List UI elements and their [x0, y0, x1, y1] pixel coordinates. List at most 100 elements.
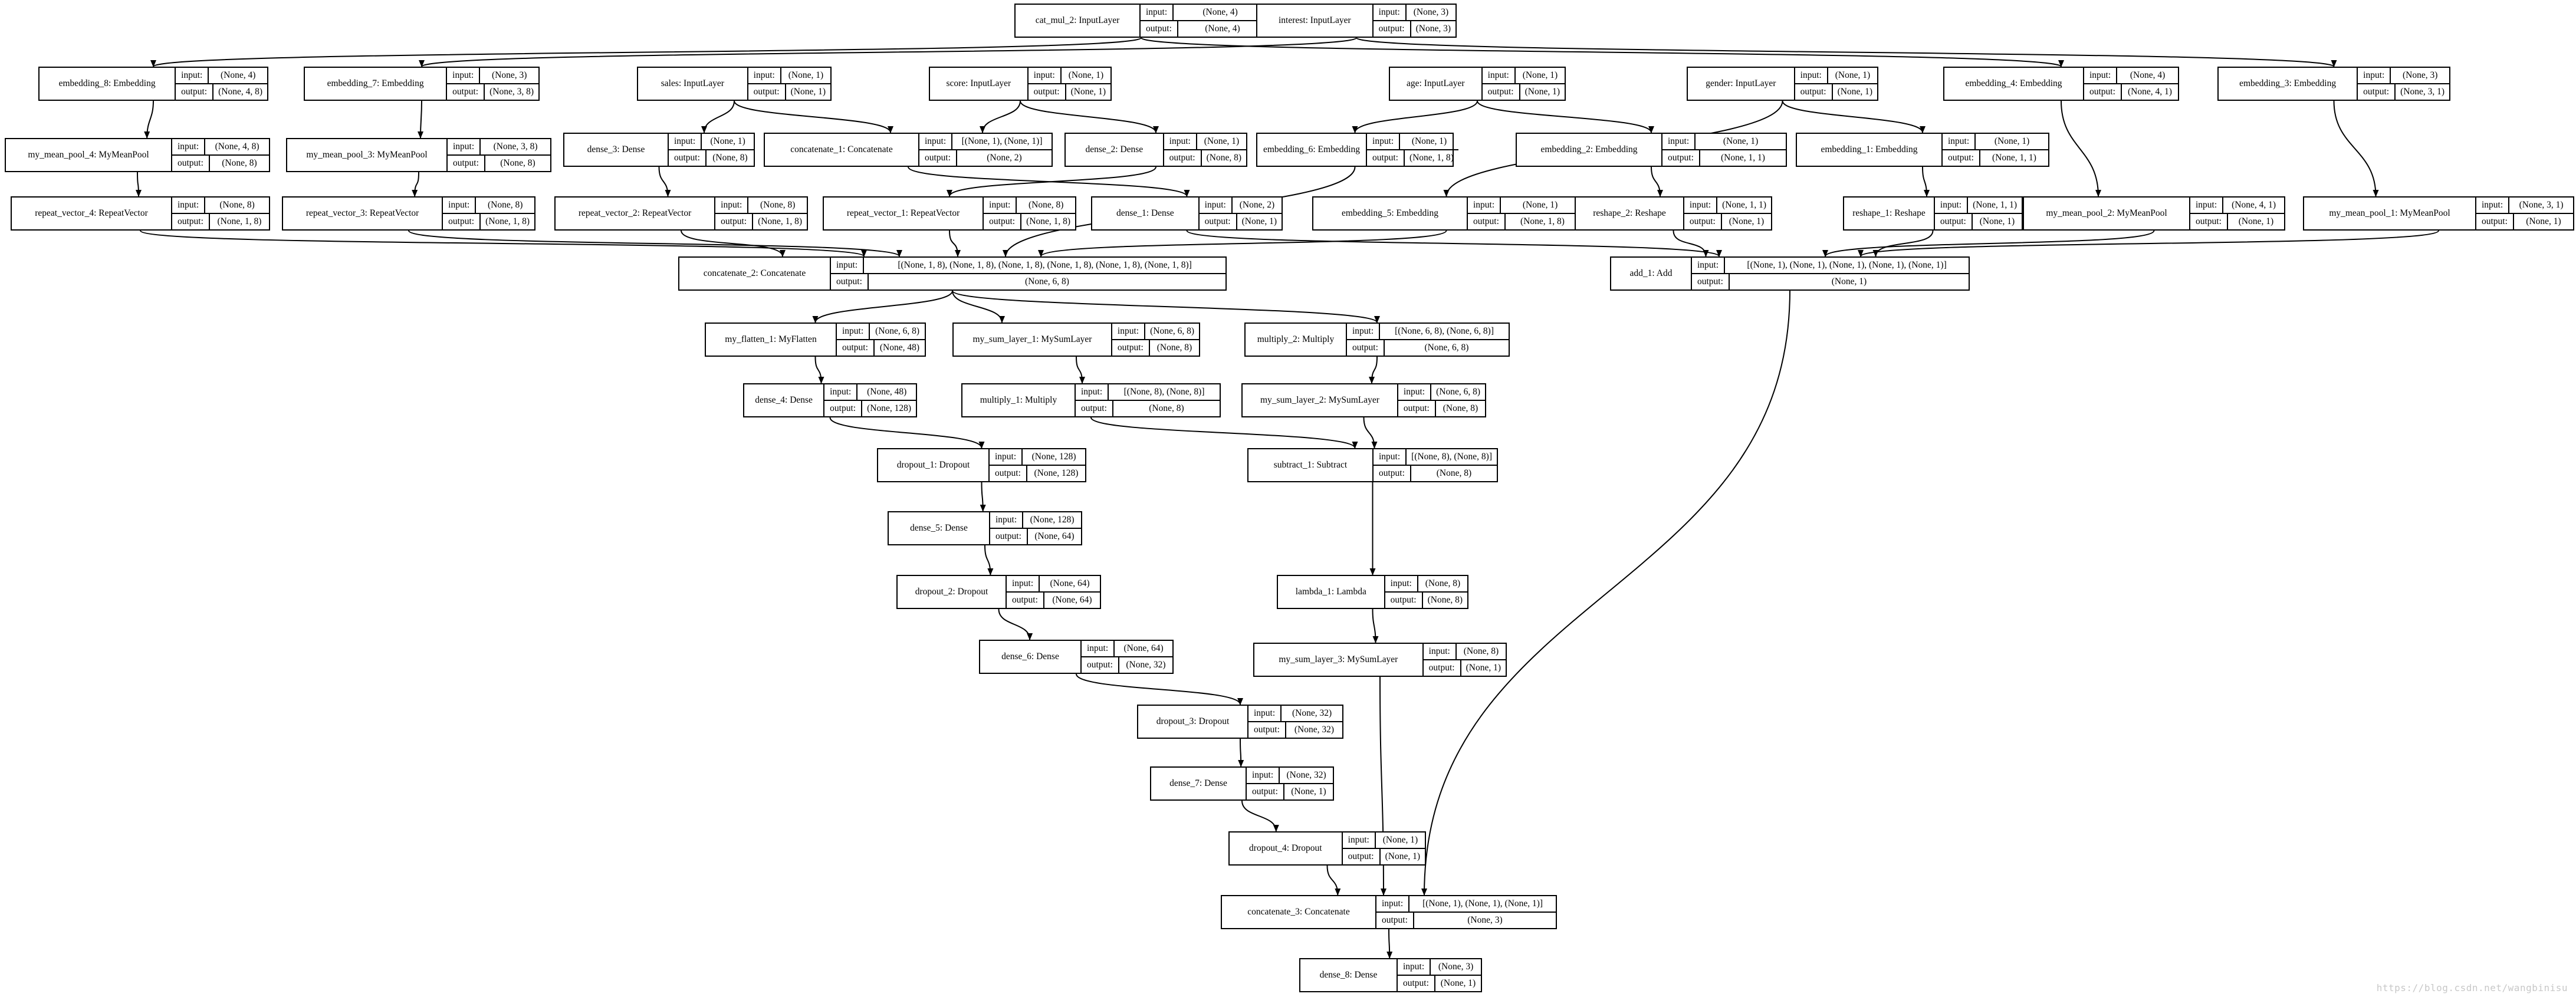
output-label: output:: [1367, 150, 1405, 166]
edge-dense-3-to-repeat-vector-2: [658, 166, 671, 197]
output-label: output:: [1684, 214, 1722, 229]
output-label: output:: [1692, 274, 1730, 289]
layer-shapes: input:(None, 1)output:(None, 8): [669, 134, 754, 166]
layer-name: add_1: Add: [1611, 258, 1692, 289]
output-label: output:: [1164, 150, 1202, 166]
input-row: input:(None, 8): [1424, 644, 1506, 659]
output-shape: (None, 2): [987, 153, 1022, 163]
output-shape: (None, 64): [1034, 531, 1075, 541]
input-row: input:(None, 128): [990, 449, 1085, 465]
layer-shapes: input:(None, 1, 1)output:(None, 1): [1934, 198, 2022, 229]
input-shape: (None, 1): [1835, 70, 1871, 80]
input-shape: (None, 3, 1): [2519, 200, 2564, 210]
input-shape: (None, 1): [1204, 136, 1240, 146]
input-row: input:(None, 3): [1374, 5, 1455, 20]
output-row: output:(None, 1, 8): [1367, 149, 1458, 166]
edge-multiply-2-to-my-sum-layer-2: [1369, 356, 1378, 384]
input-row: input:(None, 8): [172, 198, 269, 213]
output-shape: (None, 8): [1206, 153, 1241, 163]
output-label: output:: [443, 214, 481, 229]
output-shape: (None, 8): [222, 158, 257, 168]
input-label: input:: [715, 198, 749, 213]
input-label: input:: [2190, 198, 2224, 213]
output-shape: (None, 8): [712, 153, 748, 163]
input-label: input:: [1385, 576, 1418, 591]
layer-shapes: input:(None, 8)output:(None, 1, 8): [984, 198, 1075, 229]
layer-shapes: input:(None, 1)output:(None, 1, 8): [1367, 134, 1458, 166]
input-shape: (None, 1, 1): [1973, 200, 2017, 210]
output-row: output:(None, 1, 1): [1662, 149, 1786, 166]
output-label: output:: [1347, 340, 1385, 356]
output-row: output:(None, 1): [1398, 975, 1481, 991]
edge-repeat-vector-1-to-concatenate-2: [949, 230, 961, 257]
edge-add-1-to-concatenate-3: [1421, 290, 1790, 896]
output-label: output:: [1795, 84, 1833, 100]
edge-age-to-embedding-6: [1352, 100, 1478, 133]
output-shape: (None, 8): [500, 158, 535, 168]
input-shape: (None, 1, 1): [1722, 200, 1766, 210]
output-label: output:: [1385, 593, 1423, 608]
layer-shapes: input:(None, 3)output:(None, 3, 1): [2358, 68, 2449, 100]
input-label: input:: [1398, 384, 1432, 400]
input-label: input:: [1398, 959, 1431, 975]
edge-sales-to-dense-3: [701, 100, 735, 133]
output-label: output:: [1076, 401, 1113, 416]
output-shape: (None, 3, 8): [489, 87, 534, 97]
output-label: output:: [990, 529, 1028, 544]
input-shape: (None, 8): [1463, 646, 1499, 656]
output-shape: (None, 1): [1070, 87, 1106, 97]
input-row: input:(None, 2): [1200, 198, 1282, 213]
edge-dense-1-to-add-1: [1186, 230, 1722, 257]
layer-shapes: input:[(None, 1), (None, 1), (None, 1), …: [1692, 258, 1969, 289]
output-shape: (None, 1, 8): [217, 216, 262, 226]
